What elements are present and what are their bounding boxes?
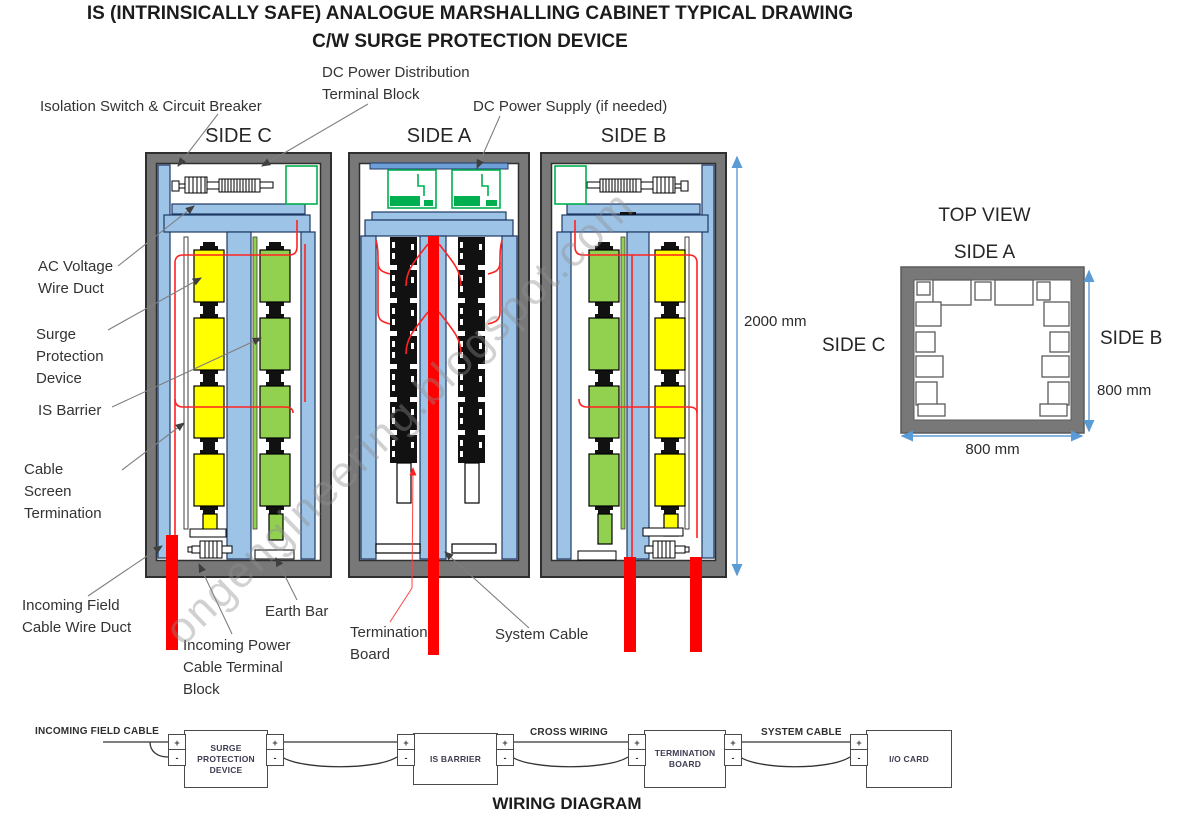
label-cable-screen-termination: Cable Screen Termination (24, 461, 102, 522)
label-is-barrier: IS Barrier (38, 402, 102, 419)
isb-left-minus-terminal: - (397, 749, 415, 766)
label-side-a: SIDE A (406, 125, 472, 147)
wiring-block-surge-protection-device: SURGE PROTECTION DEVICE (184, 730, 268, 788)
surge-protection-modules (193, 242, 225, 537)
cabinet-side-c-drawing (145, 152, 332, 578)
label-dc-power-distribution: DC Power Distribution Terminal Block (322, 64, 470, 103)
isb-left-plus-terminal: + (397, 734, 415, 751)
spd-right-minus-terminal: - (266, 749, 284, 766)
isolation-switch-graphic (171, 176, 274, 194)
wiring-block-is-barrier: IS BARRIER (413, 733, 498, 785)
is-barrier-modules (259, 242, 291, 541)
wire-ducts (360, 211, 518, 560)
label-ac-voltage-wire-duct: AC Voltage Wire Duct (38, 258, 114, 297)
label-side-c: SIDE C (205, 125, 272, 147)
label-system-cable: System Cable (495, 626, 589, 643)
label-earth-bar: Earth Bar (265, 603, 329, 620)
isolation-switch-graphic (586, 176, 689, 194)
wiring-label-system-cable: SYSTEM CABLE (761, 727, 842, 738)
system-cable-riser (428, 236, 439, 578)
isb-right-minus-terminal: - (496, 749, 514, 766)
wiring-block-io-card: I/O CARD (866, 730, 952, 788)
field-wiring-red (375, 239, 503, 355)
top-view-equipment (915, 279, 1070, 417)
top-view-side-a: SIDE A (953, 242, 1016, 263)
label-surge-protection-device: Surge Protection Device (36, 326, 104, 387)
dc-distribution-terminal-bar (369, 162, 509, 170)
cable-side-b-left (624, 557, 636, 652)
label-isolation-switch: Isolation Switch & Circuit Breaker (40, 98, 262, 115)
wiring-label-incoming-field-cable: INCOMING FIELD CABLE (35, 726, 159, 737)
incoming-field-cable-side-c (166, 535, 178, 650)
label-side-b: SIDE B (600, 125, 667, 147)
page-title-line1: IS (INTRINSICALLY SAFE) ANALOGUE MARSHAL… (86, 3, 854, 24)
dimension-top-depth: 800 mm (1097, 382, 1152, 399)
tb-right-minus-terminal: - (724, 749, 742, 766)
surge-protection-modules (654, 242, 686, 537)
bottom-equipment (577, 527, 690, 561)
label-incoming-power-cable-terminal-block: Incoming Power Cable Terminal Block (183, 637, 291, 698)
spd-left-minus-terminal: - (168, 749, 186, 766)
wiring-block-termination-board: TERMINATION BOARD (644, 730, 726, 788)
system-cable-side-a (428, 570, 439, 655)
top-view-title: TOP VIEW (938, 205, 1031, 226)
spare-green-box (285, 165, 318, 205)
dc-power-supplies (387, 169, 501, 209)
top-view-drawing (900, 266, 1085, 434)
termination-board-columns (390, 237, 485, 504)
spare-green-box (554, 165, 587, 205)
cabinet-side-b-drawing (540, 152, 727, 578)
label-termination-board: Termination Board (350, 624, 428, 663)
tb-left-minus-terminal: - (628, 749, 646, 766)
is-barrier-modules (588, 242, 620, 545)
io-left-minus-terminal: - (850, 749, 868, 766)
duct-mark (620, 212, 636, 215)
dimension-cabinet-height: 2000 mm (744, 313, 807, 330)
top-view-side-b: SIDE B (1100, 328, 1163, 349)
field-wiring-red (574, 220, 698, 557)
mounting-rails (620, 236, 690, 530)
top-view-side-c: SIDE C (822, 335, 886, 356)
wiring-label-cross-wiring: CROSS WIRING (530, 727, 608, 738)
dimension-top-width: 800 mm (965, 441, 1020, 458)
label-dc-power-supply: DC Power Supply (if needed) (473, 98, 668, 115)
label-incoming-field-cable-wire-duct: Incoming Field Cable Wire Duct (22, 597, 132, 636)
page-title: IS (INTRINSICALLY SAFE) ANALOGUE MARSHAL… (0, 3, 940, 53)
page-title-line2: C/W SURGE PROTECTION DEVICE (312, 31, 628, 52)
tb-right-plus-terminal: + (724, 734, 742, 751)
bottom-equipment (187, 528, 295, 560)
cable-side-b-right (690, 557, 702, 652)
cabinet-side-a-drawing (348, 152, 530, 578)
wiring-diagram-title: WIRING DIAGRAM (492, 794, 642, 813)
wiring-diagram-wires (103, 741, 851, 768)
